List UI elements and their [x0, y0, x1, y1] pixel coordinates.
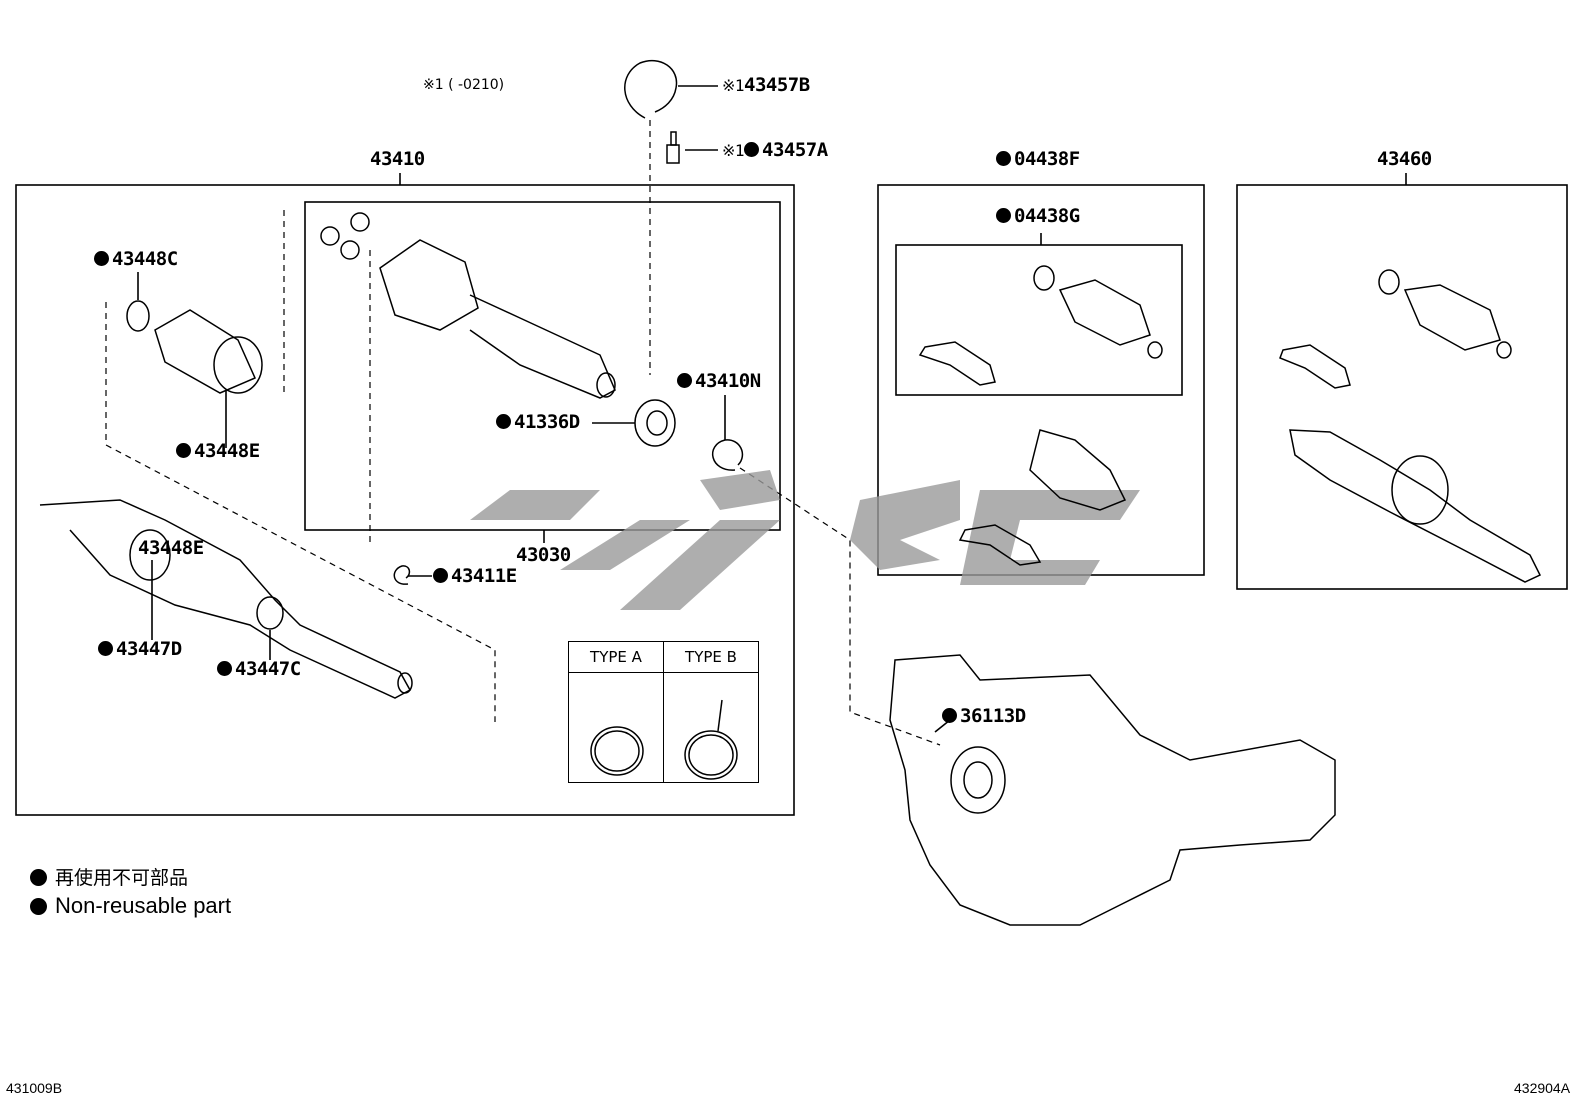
assembly-box-43460	[1236, 184, 1568, 590]
mark-43457B: ※1	[722, 76, 745, 95]
label-43448C[interactable]: 43448C	[94, 250, 178, 269]
note-marker: ※1 ( -0210)	[423, 77, 505, 93]
non-reusable-dot-icon	[942, 708, 957, 723]
assembly-box-43410	[15, 184, 795, 816]
label-43410[interactable]: 43410	[370, 148, 425, 170]
legend-japanese: 再使用不可部品	[30, 866, 188, 888]
watermark-logo	[470, 470, 1140, 610]
non-reusable-dot-icon	[30, 898, 47, 915]
inner-box-43030	[304, 201, 781, 531]
label-36113D[interactable]: 36113D	[942, 707, 1026, 726]
non-reusable-dot-icon	[30, 869, 47, 886]
label-43457A[interactable]: ※1 43457A	[722, 141, 828, 160]
label-43447D[interactable]: 43447D	[98, 640, 182, 659]
non-reusable-dot-icon	[176, 443, 191, 458]
label-43457B[interactable]: ※143457B	[722, 76, 810, 95]
label-43448E-b[interactable]: 43448E	[138, 537, 204, 559]
clamp-type-table: TYPE A TYPE B	[568, 641, 759, 783]
label-41336D[interactable]: 41336D	[496, 413, 580, 432]
non-reusable-dot-icon	[98, 641, 113, 656]
non-reusable-dot-icon	[217, 661, 232, 676]
number-43457B: 43457B	[744, 74, 810, 96]
label-04438F[interactable]: 04438F	[996, 150, 1080, 169]
non-reusable-dot-icon	[94, 251, 109, 266]
footer-left-code: 431009B	[6, 1080, 63, 1096]
non-reusable-dot-icon	[496, 414, 511, 429]
type-a-header: TYPE A	[569, 642, 663, 673]
non-reusable-dot-icon	[744, 142, 760, 157]
label-04438G[interactable]: 04438G	[996, 207, 1080, 226]
label-43410N[interactable]: 43410N	[677, 372, 761, 391]
label-43460[interactable]: 43460	[1377, 148, 1432, 170]
label-43411E[interactable]: 43411E	[433, 567, 517, 586]
mark-43457A: ※1	[722, 141, 745, 160]
label-43448E[interactable]: 43448E	[176, 442, 260, 461]
non-reusable-dot-icon	[996, 151, 1011, 166]
label-43030[interactable]: 43030	[516, 544, 571, 566]
type-b-header: TYPE B	[664, 642, 758, 673]
non-reusable-dot-icon	[996, 208, 1011, 223]
non-reusable-dot-icon	[677, 373, 692, 388]
number-43457A: 43457A	[762, 139, 828, 161]
footer-right-code: 432904A	[1514, 1080, 1571, 1096]
legend-english: Non-reusable part	[30, 895, 231, 917]
non-reusable-dot-icon	[433, 568, 448, 583]
label-43447C[interactable]: 43447C	[217, 660, 301, 679]
type-divider	[663, 642, 664, 782]
kit-box-04438G	[895, 244, 1183, 396]
